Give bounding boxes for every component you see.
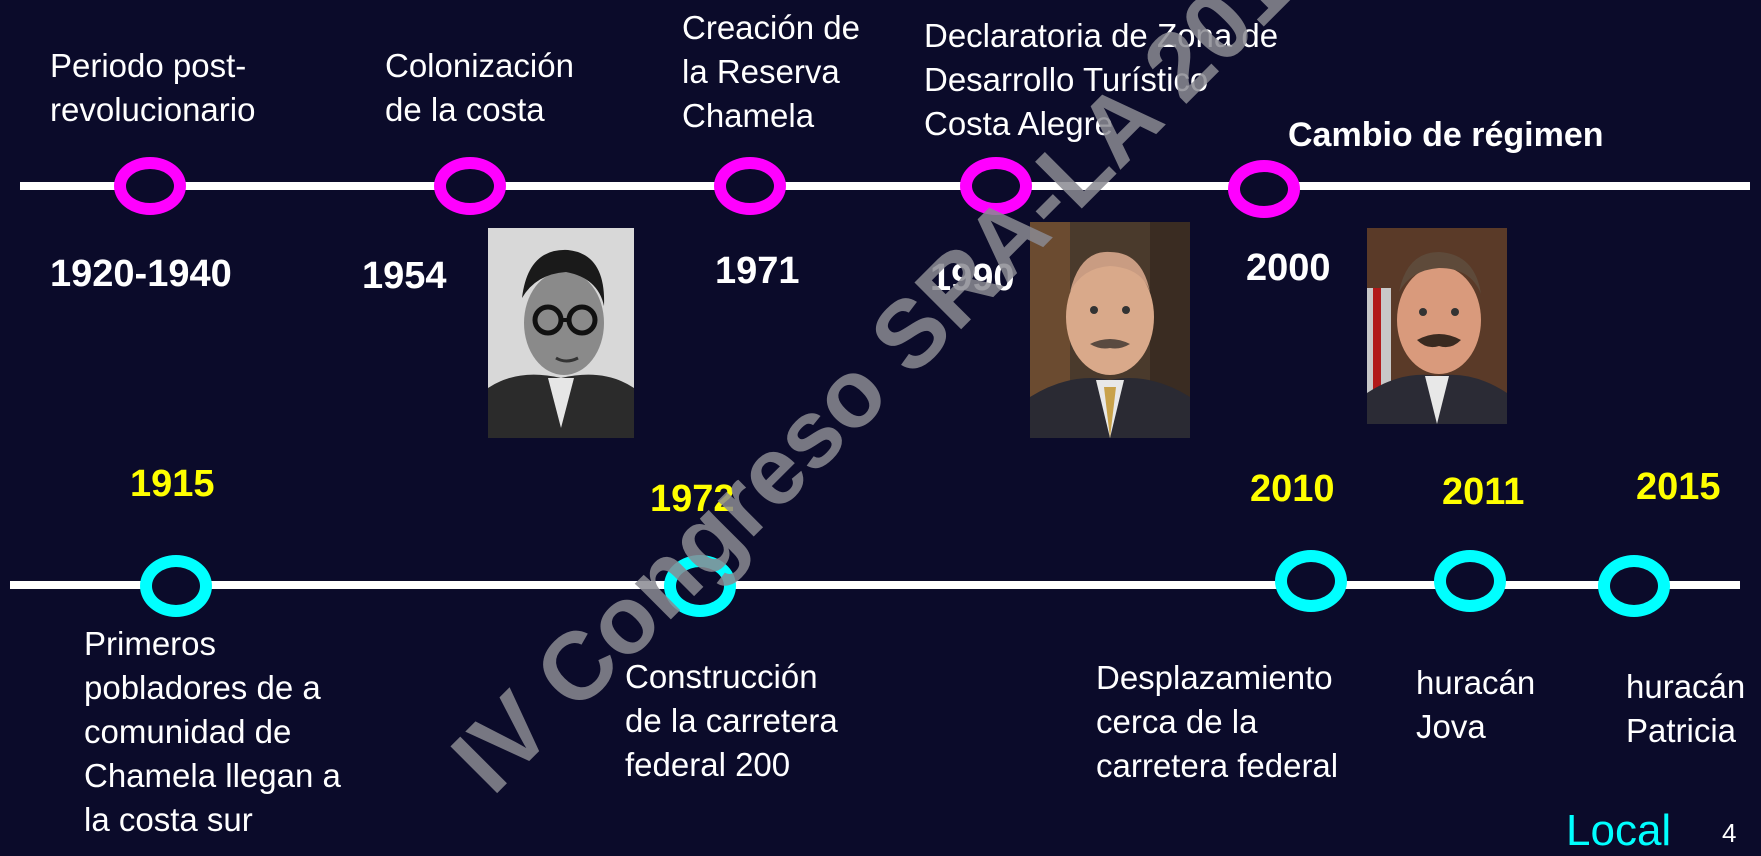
event-label-displacement: Desplazamiento cerca de la carretera fed… xyxy=(1096,659,1339,784)
event-label-reserve: Creación de la Reserva Chamela xyxy=(682,9,860,134)
top-timeline-line xyxy=(20,182,1750,190)
year-1990: 1990 xyxy=(930,257,1015,299)
timeline-marker-2000 xyxy=(1228,160,1300,218)
event-label-post-revolution: Periodo post- revolucionario xyxy=(50,47,256,128)
timeline-marker-2010 xyxy=(1275,550,1347,612)
year-1972: 1972 xyxy=(650,478,735,520)
year-2015: 2015 xyxy=(1636,466,1721,508)
timeline-marker-1971 xyxy=(714,157,786,215)
portrait-photo-1954 xyxy=(488,228,634,438)
timeline-marker-1954 xyxy=(434,157,506,215)
timeline-marker-2015 xyxy=(1598,555,1670,617)
section-label: Local xyxy=(1566,806,1672,855)
year-2000: 2000 xyxy=(1246,247,1331,289)
bottom-timeline-line xyxy=(10,581,1740,589)
event-label-colonization: Colonización de la costa xyxy=(385,47,574,128)
event-label-highway: Construcción de la carretera federal 200 xyxy=(625,658,838,783)
timeline-marker-2011 xyxy=(1434,550,1506,612)
timeline-marker-1920 xyxy=(114,157,186,215)
portrait-photo-1990 xyxy=(1030,222,1190,438)
year-1971: 1971 xyxy=(715,250,800,292)
event-label-hurricane-patricia: huracán Patricia xyxy=(1626,668,1746,749)
year-1954: 1954 xyxy=(362,255,447,297)
year-1920-1940: 1920-1940 xyxy=(50,253,232,295)
event-label-tourism-zone: Declaratoria de Zona de Desarrollo Turís… xyxy=(924,17,1279,142)
year-2010: 2010 xyxy=(1250,468,1335,510)
portrait-photo-2000 xyxy=(1367,228,1507,424)
timeline-marker-1915 xyxy=(140,555,212,617)
event-label-hurricane-jova: huracán Jova xyxy=(1416,664,1536,745)
year-1915: 1915 xyxy=(130,463,215,505)
year-2011: 2011 xyxy=(1442,471,1525,513)
event-label-first-settlers: Primeros pobladores de a comunidad de Ch… xyxy=(84,625,341,838)
page-number: 4 xyxy=(1722,818,1737,848)
event-label-regime-change: Cambio de régimen xyxy=(1288,116,1604,154)
